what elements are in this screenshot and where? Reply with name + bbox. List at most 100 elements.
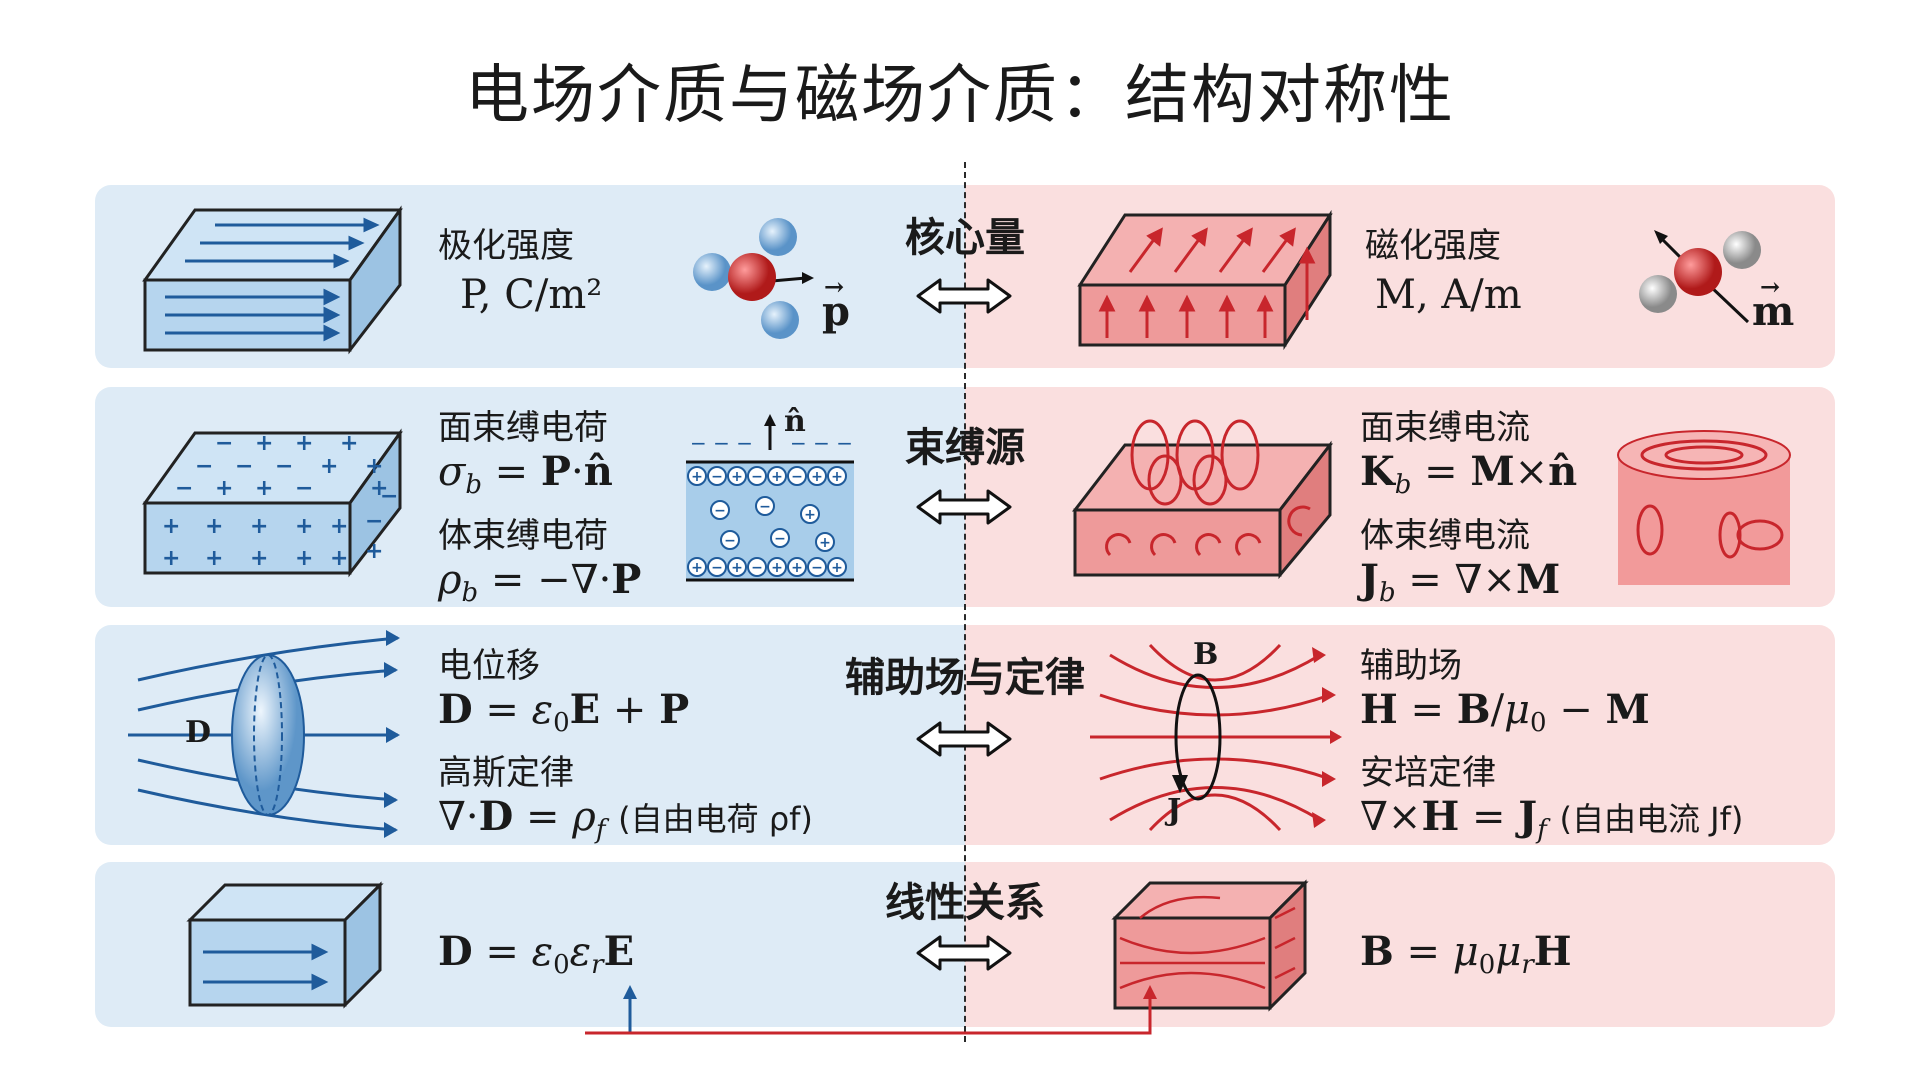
- linear-magnetic-formula: B = μ0μrH: [1360, 928, 1572, 980]
- bound-current-slab-illustration: [1071, 419, 1334, 580]
- svg-text:+: +: [162, 514, 180, 539]
- electric-displacement-formula: D = ε0E + P: [438, 686, 690, 738]
- svg-text:−: −: [774, 531, 786, 547]
- svg-text:+: +: [330, 514, 348, 539]
- svg-text:−: −: [711, 469, 723, 485]
- svg-text:+: +: [205, 514, 223, 539]
- linear-dielectric-formula: D = ε0εrE: [438, 928, 635, 980]
- free-current-note: (自由电流 Jf): [1559, 800, 1744, 838]
- bottom-connector-arrows: [585, 985, 1157, 1035]
- volume-bound-charge-formula: ρb = −∇·P: [438, 556, 642, 608]
- row4-magnetic-panel: [965, 862, 1835, 1027]
- surface-bound-current-label: 面束缚电流: [1360, 408, 1530, 448]
- double-arrow-icon: [916, 721, 1012, 757]
- svg-text:−: −: [751, 560, 763, 576]
- linear-dielectric-block-illustration: [186, 881, 384, 1009]
- magnetization-label: 磁化强度: [1365, 226, 1501, 266]
- dipole-m-label: →m: [1752, 272, 1795, 335]
- svg-text:+: +: [250, 514, 268, 539]
- svg-text:−: −: [711, 560, 723, 576]
- svg-text:−: −: [295, 476, 313, 501]
- svg-text:+: +: [771, 560, 783, 576]
- magnetized-cylinder-illustration: [1617, 430, 1791, 585]
- surface-bound-charge-formula: σb = P·n̂: [438, 448, 613, 500]
- displacement-field-label: D: [185, 715, 212, 750]
- auxiliary-field-label: 辅助场: [1360, 646, 1462, 686]
- svg-text:−: −: [759, 499, 771, 515]
- surface-bound-current-formula: Kb = M×n̂: [1360, 448, 1578, 500]
- electric-displacement-field-illustration: [128, 630, 400, 838]
- svg-text:−: −: [714, 503, 726, 519]
- svg-text:+: +: [811, 469, 823, 485]
- electric-dipole-molecule-icon: [693, 218, 814, 339]
- ampere-law-formula: ∇×H = Jf (自由电流 Jf): [1360, 793, 1744, 845]
- polarization-label: 极化强度: [438, 226, 574, 266]
- svg-text:+: +: [370, 476, 388, 501]
- svg-text:+: +: [340, 431, 358, 456]
- row3-magnetic-panel: [965, 625, 1835, 845]
- double-arrow-icon: [916, 935, 1012, 971]
- svg-text:−: −: [235, 454, 253, 479]
- svg-text:+: +: [365, 539, 383, 564]
- center-label-linear: 线性关系: [885, 880, 1045, 926]
- svg-text:−: −: [724, 533, 736, 549]
- svg-text:+: +: [320, 454, 338, 479]
- svg-text:+: +: [691, 469, 703, 485]
- magnetized-slab-illustration: [1077, 209, 1333, 351]
- center-divider: [964, 162, 966, 1042]
- svg-text:+: +: [162, 546, 180, 571]
- center-label-core: 核心量: [905, 215, 1025, 261]
- svg-text:−: −: [275, 454, 293, 479]
- svg-text:+: +: [831, 469, 843, 485]
- surface-bound-charge-label: 面束缚电荷: [438, 408, 608, 448]
- svg-text:+: +: [250, 546, 268, 571]
- normal-vector-label: n̂: [784, 404, 806, 439]
- center-label-aux-fields: 辅助场与定律: [845, 655, 1085, 701]
- page-title: 电场介质与磁场介质：结构对称性: [465, 59, 1455, 133]
- auxiliary-field-formula: H = B/μ0 − M: [1360, 686, 1650, 738]
- current-j-label: J: [1167, 793, 1182, 828]
- svg-text:−: −: [215, 431, 233, 456]
- svg-text:−: −: [811, 560, 823, 576]
- svg-text:+: +: [330, 546, 348, 571]
- svg-text:+: +: [819, 535, 831, 551]
- svg-text:+: +: [215, 476, 233, 501]
- gauss-law-label: 高斯定律: [438, 753, 574, 793]
- svg-text:+: +: [791, 560, 803, 576]
- double-arrow-icon: [916, 489, 1012, 525]
- svg-text:+: +: [365, 454, 383, 479]
- svg-text:+: +: [771, 469, 783, 485]
- gauss-law-formula: ∇·D = ρf (自由电荷 ρf): [438, 793, 813, 845]
- linear-magnetic-block-illustration: [1111, 879, 1309, 1012]
- svg-text:+: +: [255, 476, 273, 501]
- svg-text:− − −: − − −: [690, 431, 753, 455]
- center-label-bound-sources: 束缚源: [905, 425, 1025, 471]
- volume-bound-current-formula: Jb = ∇×M: [1360, 556, 1561, 608]
- svg-text:−: −: [380, 484, 398, 509]
- svg-text:−: −: [751, 469, 763, 485]
- field-b-label: B: [1193, 637, 1219, 672]
- dipole-p-label: →p: [822, 272, 850, 335]
- svg-text:−: −: [791, 469, 803, 485]
- svg-text:+: +: [691, 560, 703, 576]
- dielectric-surface-charge-illustration: − − − − − − +−+−+−++ +−+−++−+ −−+−−+: [686, 414, 854, 582]
- svg-text:+: +: [295, 431, 313, 456]
- magnetic-field-loop-illustration: [1090, 643, 1342, 832]
- double-arrow-icon: [916, 278, 1012, 314]
- svg-text:+: +: [295, 514, 313, 539]
- svg-text:+: +: [255, 431, 273, 456]
- bound-charge-slab-illustration: −+++ −−−++ −++−+ +++++ +++++ −−+: [142, 428, 403, 578]
- volume-bound-charge-label: 体束缚电荷: [438, 516, 608, 556]
- svg-text:−: −: [195, 454, 213, 479]
- ampere-law-label: 安培定律: [1360, 753, 1496, 793]
- svg-text:− − −: − − −: [790, 431, 853, 455]
- svg-text:−: −: [175, 476, 193, 501]
- svg-text:+: +: [731, 469, 743, 485]
- free-charge-note: (自由电荷 ρf): [618, 800, 813, 838]
- svg-text:+: +: [804, 507, 816, 523]
- magnetization-formula: M, A/m: [1375, 272, 1522, 318]
- volume-bound-current-label: 体束缚电流: [1360, 516, 1530, 556]
- svg-text:−: −: [365, 509, 383, 534]
- magnetic-dipole-molecule-icon: [1639, 230, 1761, 324]
- svg-text:+: +: [831, 560, 843, 576]
